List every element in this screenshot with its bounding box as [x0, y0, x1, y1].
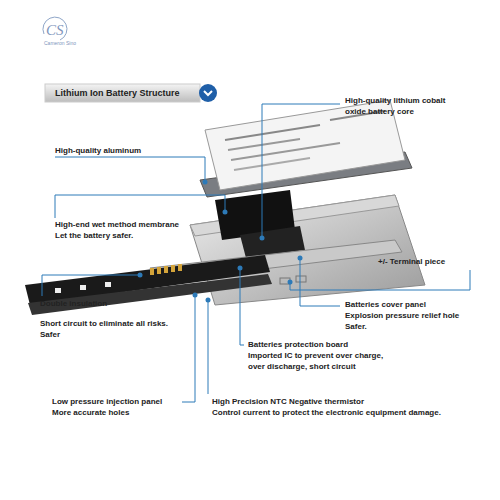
- leader-line: [262, 104, 340, 238]
- title-badge: [199, 84, 217, 102]
- terminal-piece: [296, 276, 306, 282]
- leader-line: [290, 270, 470, 290]
- logo-name: Cameron Sino: [44, 40, 76, 46]
- leader-dot: [288, 280, 293, 285]
- board-hole: [80, 285, 86, 290]
- callout-text: +/- Terminal piece: [378, 257, 445, 267]
- insulation-strip: [28, 274, 272, 315]
- title-chevron: [204, 91, 212, 95]
- leader-line: [208, 300, 209, 394]
- board-hole: [55, 288, 61, 293]
- leader-dot: [203, 180, 208, 185]
- callout-text: High-end wet method membrane: [55, 220, 179, 230]
- leader-line: [182, 295, 195, 402]
- callout-text: More accurate holes: [52, 408, 129, 418]
- callout-text: High-quality aluminum: [55, 146, 141, 156]
- leader-dot: [206, 298, 211, 303]
- leader-line: [55, 195, 225, 218]
- sticker-print: [231, 143, 340, 160]
- leader-dot: [223, 210, 228, 215]
- logo-mark: CS: [46, 22, 64, 38]
- callout-text: Batteries protection board: [248, 340, 348, 350]
- sticker-print: [225, 125, 320, 140]
- contact-pad: [164, 266, 168, 273]
- contact-pad: [178, 264, 182, 271]
- callout-text: Explosion pressure relief hole: [345, 311, 459, 321]
- callout-text: Low pressure injection panel: [52, 397, 162, 407]
- contact-pad: [150, 268, 154, 275]
- leader-dot: [193, 293, 198, 298]
- callout-text: Double insulation: [40, 299, 107, 309]
- callout-text: High-quality lithium cobalt: [345, 96, 445, 106]
- leader-line: [55, 157, 205, 182]
- leader-line: [42, 275, 140, 296]
- leader-line: [240, 268, 244, 345]
- title-band: [45, 84, 200, 102]
- board-hole: [105, 282, 111, 287]
- callout-text: Imported IC to prevent over charge,: [248, 351, 383, 361]
- callout-text: Safer.: [345, 322, 367, 332]
- callout-text: Batteries cover panel: [345, 300, 426, 310]
- leader-dot: [238, 266, 243, 271]
- callout-text: over discharge, short circuit: [248, 362, 356, 372]
- leader-dot: [298, 256, 303, 261]
- contact-pad: [171, 265, 175, 272]
- callout-text: High Precision NTC Negative thermistor: [212, 397, 364, 407]
- callout-text: Control current to protect the electroni…: [212, 408, 441, 418]
- callout-text: oxide battery core: [345, 107, 414, 117]
- contact-pad: [157, 267, 161, 274]
- callout-text: Short circuit to eliminate all risks.: [40, 319, 168, 329]
- sticker-print: [228, 139, 300, 150]
- callout-text: Safer: [40, 330, 60, 340]
- leader-line: [300, 258, 340, 306]
- callout-text: Let the battery safer.: [55, 231, 133, 241]
- leader-dot: [138, 273, 143, 278]
- leader-dot: [260, 236, 265, 241]
- title-text: Lithium Ion Battery Structure: [55, 88, 180, 98]
- sticker-print: [234, 158, 310, 170]
- logo-arc: [43, 17, 67, 40]
